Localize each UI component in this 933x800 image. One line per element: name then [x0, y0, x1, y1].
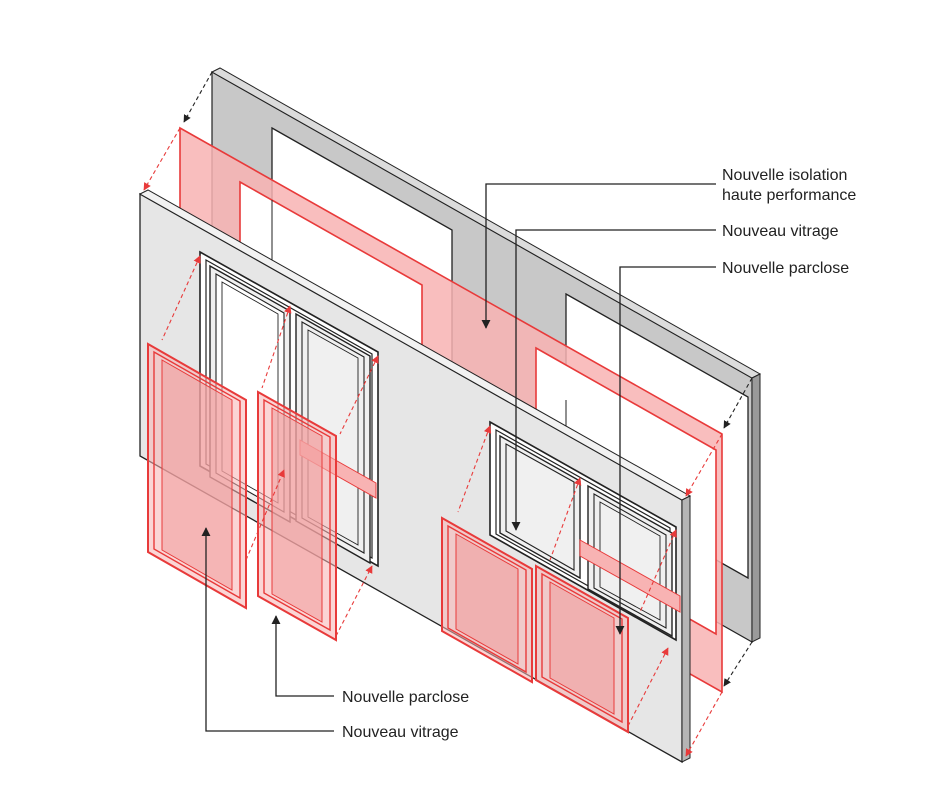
dashed-arrow-icon [685, 433, 723, 497]
dashed-arrow-icon [339, 355, 379, 435]
leader-bead-bottom [271, 615, 334, 697]
dashed-arrow-icon [161, 255, 201, 341]
dashed-arrow-icon [261, 305, 292, 389]
dashed-arrow-icon [685, 691, 723, 757]
label-insulation-line1: Nouvelle isolation [722, 167, 847, 184]
assembly-arrows [143, 71, 753, 757]
dashed-arrow-icon [723, 377, 753, 429]
leader-bead-top [615, 266, 716, 635]
dashed-arrow-icon [549, 477, 582, 561]
right-window-frame [489, 420, 677, 642]
left-glazing-panel-a [147, 342, 247, 610]
dashed-arrow-icon [143, 127, 181, 191]
right-glazing-panel-b [535, 564, 629, 734]
label-insulation-line2: haute performance [722, 187, 856, 204]
label-bead-bottom: Nouvelle parclose [342, 689, 469, 706]
right-glazing-panel-a [441, 516, 533, 684]
leader-insulation [481, 183, 716, 329]
leader-lines [201, 183, 716, 732]
dashed-arrow-icon [183, 71, 213, 123]
dashed-arrow-icon [457, 425, 492, 513]
label-glazing-bottom: Nouveau vitrage [342, 724, 459, 741]
dashed-arrow-icon [245, 469, 285, 561]
dashed-arrow-icon [639, 529, 677, 613]
label-bead-top: Nouvelle parclose [722, 260, 849, 277]
label-glazing-top: Nouveau vitrage [722, 223, 839, 240]
dashed-arrow-icon [335, 565, 373, 637]
leader-glazing-bottom [201, 527, 334, 732]
leader-glazing-top [511, 229, 716, 531]
dashed-arrow-icon [627, 647, 669, 727]
dashed-arrow-icon [723, 641, 753, 687]
labels: Nouvelle isolation haute performance Nou… [342, 167, 856, 741]
left-glazing-panel-b [257, 390, 337, 642]
